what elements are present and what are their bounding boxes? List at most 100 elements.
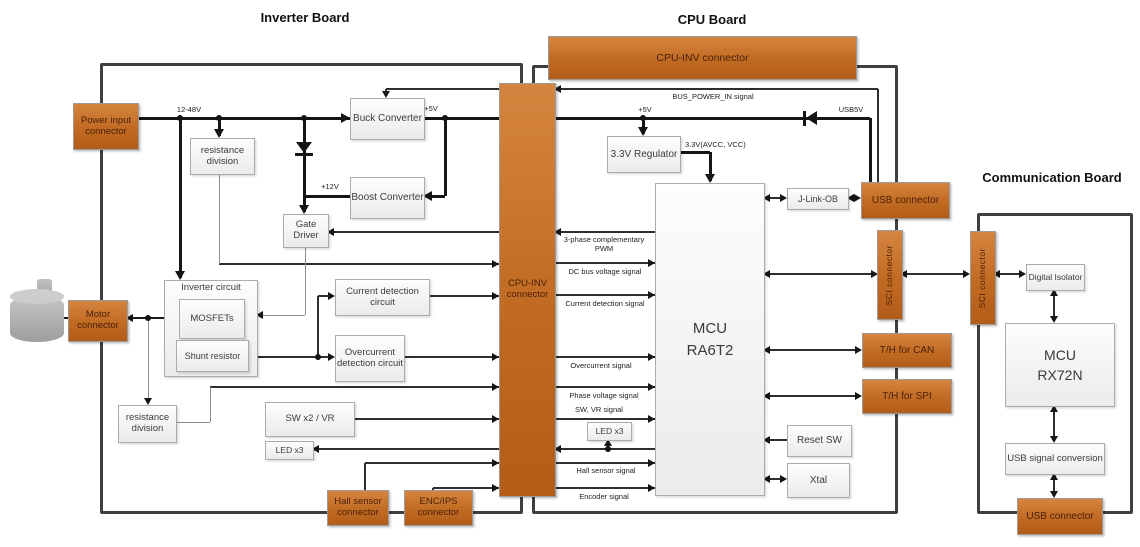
connection-line bbox=[902, 273, 968, 275]
connector-usb-comm-label: USB connector bbox=[1026, 510, 1094, 522]
connection-line bbox=[1053, 291, 1055, 321]
block-jlink-ob: J-Link-OB bbox=[787, 188, 849, 210]
label-12-48v: 12-48V bbox=[176, 105, 202, 114]
block-resistance-division-bottom: resistance division bbox=[118, 405, 177, 443]
block-buck-converter: Buck Converter bbox=[350, 98, 425, 140]
connector-enc-ips: ENC/IPS connector bbox=[404, 490, 473, 526]
connection-line bbox=[403, 356, 499, 358]
connection-line bbox=[679, 150, 710, 154]
block-res-div-bottom-label: resistance division bbox=[125, 412, 170, 434]
arrowhead-icon bbox=[554, 84, 561, 93]
connector-usb-comm: USB connector bbox=[1017, 498, 1103, 535]
arrowhead-icon bbox=[763, 345, 770, 354]
connection-line bbox=[353, 418, 499, 420]
block-mcu-ra6t2: MCU RA6T2 bbox=[655, 183, 765, 496]
junction-dot-icon bbox=[315, 354, 321, 360]
connection-line bbox=[318, 295, 333, 297]
block-shunt-resistor-label: Shunt resistor bbox=[184, 350, 241, 361]
connection-line bbox=[554, 356, 655, 358]
block-usb-conversion: USB signal conversion bbox=[1005, 443, 1105, 475]
connection-line bbox=[209, 387, 211, 422]
arrowhead-icon bbox=[763, 269, 770, 278]
connection-line bbox=[995, 273, 1024, 275]
connection-line bbox=[329, 231, 499, 233]
arrowhead-icon bbox=[648, 458, 655, 467]
arrowhead-icon bbox=[143, 398, 152, 405]
label-12v: +12V bbox=[321, 182, 339, 191]
block-sw-vr: SW x2 / VR bbox=[265, 402, 355, 437]
label-phase-voltage: Phase voltage signal bbox=[569, 391, 639, 400]
block-mcu-rx72n-line1: MCU bbox=[1044, 346, 1076, 363]
connector-hall-sensor: Hall sensor connector bbox=[327, 490, 389, 526]
comm-board-title: Communication Board bbox=[982, 170, 1122, 185]
block-mosfets: MOSFETs bbox=[179, 299, 245, 339]
block-digital-isolator-label: Digital Isolator bbox=[1028, 271, 1083, 282]
block-led-inverter: LED x3 bbox=[265, 441, 314, 460]
connection-line bbox=[217, 118, 221, 136]
arrowhead-icon bbox=[704, 174, 715, 183]
connection-line bbox=[554, 462, 655, 464]
connection-line bbox=[175, 421, 210, 423]
block-led-cpu: LED x3 bbox=[587, 422, 632, 441]
junction-dot-icon bbox=[640, 115, 646, 121]
connection-line bbox=[302, 196, 306, 212]
arrowhead-icon bbox=[298, 205, 309, 214]
arrowhead-icon bbox=[603, 439, 612, 446]
arrowhead-icon bbox=[1019, 269, 1026, 278]
arrowhead-icon bbox=[381, 91, 390, 98]
connector-cpu-inv-mid-label: CPU-INV connector bbox=[506, 278, 549, 300]
arrowhead-icon bbox=[637, 127, 648, 136]
label-dc-bus: DC bus voltage signal bbox=[568, 267, 642, 276]
block-3v3-regulator-label: 3.3V Regulator bbox=[610, 148, 678, 160]
connector-sci-comm: SCI connector bbox=[970, 231, 996, 325]
block-boost-converter: Boost Converter bbox=[350, 177, 425, 219]
arrowhead-icon bbox=[847, 193, 854, 202]
connection-line bbox=[432, 488, 434, 490]
connector-sci-cpu-label: SCI connector bbox=[884, 244, 895, 306]
block-led-inverter-label: LED x3 bbox=[275, 444, 304, 455]
block-gate-driver-label: Gate Driver bbox=[293, 219, 319, 241]
connection-line bbox=[364, 463, 366, 490]
block-overcurrent-detection: Overcurrent detection circuit bbox=[335, 335, 405, 382]
cpu-board-title: CPU Board bbox=[677, 12, 747, 27]
label-encoder-signal: Encoder signal bbox=[579, 492, 629, 501]
connector-cpu-inv-top: CPU-INV connector bbox=[548, 36, 857, 80]
arrowhead-icon bbox=[871, 269, 878, 278]
connection-line bbox=[314, 448, 499, 450]
label-pwm: 3-phase complementary PWM bbox=[563, 235, 645, 253]
arrowhead-icon bbox=[780, 193, 787, 202]
label-current-detection: Current detection signal bbox=[565, 299, 645, 308]
connection-line bbox=[443, 118, 447, 196]
label-5v-inverter: +5V bbox=[424, 104, 438, 113]
connector-th-spi-label: T/H for SPI bbox=[882, 390, 932, 402]
arrowhead-icon bbox=[1049, 473, 1058, 480]
connection-line bbox=[210, 386, 499, 388]
arrowhead-icon bbox=[648, 290, 655, 299]
connection-line bbox=[554, 116, 870, 120]
connector-hall-sensor-label: Hall sensor connector bbox=[334, 496, 382, 518]
arrowhead-icon bbox=[492, 483, 499, 492]
inverter-board-title: Inverter Board bbox=[260, 10, 350, 25]
arrowhead-icon bbox=[963, 269, 970, 278]
block-usb-conversion-label: USB signal conversion bbox=[1007, 452, 1103, 464]
connection-line bbox=[147, 318, 149, 403]
connector-usb-cpu: USB connector bbox=[861, 182, 950, 219]
label-bus-power-in: BUS_POWER_IN signal bbox=[672, 92, 754, 101]
connection-line bbox=[554, 294, 655, 296]
connection-line bbox=[877, 89, 879, 182]
arrowhead-icon bbox=[763, 435, 770, 444]
connection-line bbox=[386, 88, 499, 90]
arrowhead-icon bbox=[993, 269, 1000, 278]
block-inverter-circuit-label: Inverter circuit bbox=[181, 282, 241, 293]
junction-dot-icon bbox=[177, 115, 183, 121]
label-3v3-avcc-vcc: 3.3V(AVCC, VCC) bbox=[685, 140, 746, 149]
connector-th-can-label: T/H for CAN bbox=[879, 344, 935, 356]
block-mcu-ra6t2-line2: RA6T2 bbox=[686, 341, 734, 359]
block-jlink-ob-label: J-Link-OB bbox=[797, 193, 838, 204]
arrowhead-icon bbox=[174, 271, 185, 280]
connector-sci-comm-label: SCI connector bbox=[977, 247, 988, 309]
arrowhead-icon bbox=[328, 352, 335, 361]
arrowhead-icon bbox=[492, 259, 499, 268]
connection-line bbox=[304, 194, 350, 198]
